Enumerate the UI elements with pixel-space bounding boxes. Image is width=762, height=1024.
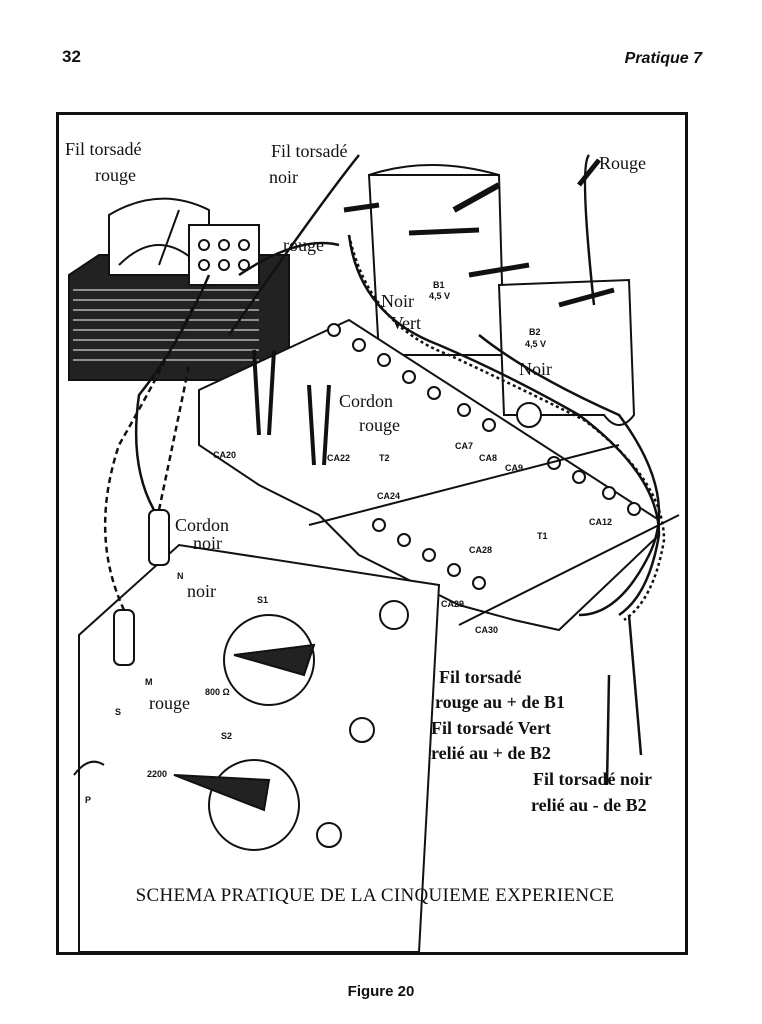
label-noir-b2: Noir: [519, 359, 552, 379]
label-ft-rouge-b1-2: rouge au + de B1: [435, 692, 565, 712]
label-ft-noir-b2-2: relié au - de B2: [531, 795, 647, 815]
label-n: N: [177, 571, 184, 581]
label-ca8: CA8: [479, 453, 498, 463]
label-rouge-top: Rouge: [599, 153, 646, 173]
label-ft-vert-b2-1: Fil torsadé Vert: [431, 718, 551, 738]
label-ca20: CA20: [213, 450, 237, 460]
label-t2: T2: [379, 453, 390, 463]
label-b1: B1: [433, 280, 445, 290]
label-fil-torsade-noir-1: Fil torsadé: [271, 141, 348, 161]
label-ca30: CA30: [475, 625, 499, 635]
label-ca7: CA7: [455, 441, 474, 451]
label-noir-b1: Noir: [381, 291, 414, 311]
page-number: 32: [62, 47, 81, 66]
label-ca28: CA28: [469, 545, 493, 555]
control-panel-drawing: [73, 509, 441, 952]
label-b2-voltage: 4,5 V: [525, 339, 547, 349]
label-s: S: [115, 707, 122, 717]
wiring-illustration: [68, 154, 680, 952]
label-cordon-noir-2: noir: [193, 533, 222, 553]
label-fil-torsade-noir-2: noir: [269, 167, 298, 187]
label-rouge-transfo: rouge: [283, 235, 324, 255]
figure-caption: SCHEMA PRATIQUE DE LA CINQUIEME EXPERIEN…: [135, 885, 615, 906]
label-ca12: CA12: [589, 517, 613, 527]
label-ft-noir-b2-1: Fil torsadé noir: [533, 769, 652, 789]
label-t1: T1: [537, 531, 548, 541]
label-cordon-noir-1: Cordon: [175, 515, 229, 535]
label-vert-b1: Vert: [391, 313, 421, 333]
label-s2: S2: [221, 731, 233, 741]
figure-label: Figure 20: [347, 983, 415, 1000]
label-2200: 2200: [147, 769, 168, 779]
label-ca9: CA9: [505, 463, 524, 473]
label-m: M: [145, 677, 153, 687]
label-ft-vert-b2-2: relié au + de B2: [431, 743, 551, 763]
label-800-ohm: 800 Ω: [205, 687, 230, 697]
label-s1: S1: [257, 595, 269, 605]
label-fil-torsade-rouge-1: Fil torsadé: [65, 139, 142, 159]
wires-drawing: [103, 154, 666, 786]
battery-b1-drawing: [343, 164, 506, 356]
label-b2: B2: [529, 327, 541, 337]
label-rouge-bottom: rouge: [149, 693, 190, 713]
label-cordon-rouge-2: rouge: [359, 415, 400, 435]
label-ca29: CA29: [441, 599, 465, 609]
transformer-drawing: [68, 197, 290, 381]
running-title: Pratique 7: [624, 50, 702, 67]
label-b1-voltage: 4,5 V: [429, 291, 451, 301]
label-ft-rouge-b1-1: Fil torsadé: [439, 667, 522, 687]
label-fil-torsade-rouge-2: rouge: [95, 165, 136, 185]
figure-frame: Fil torsadé rouge Fil torsadé noir Rouge…: [56, 112, 688, 955]
label-ca24: CA24: [377, 491, 401, 501]
label-p: P: [85, 795, 92, 805]
label-ca22: CA22: [327, 453, 351, 463]
label-noir-mid: noir: [187, 581, 216, 601]
label-cordon-rouge-1: Cordon: [339, 391, 393, 411]
